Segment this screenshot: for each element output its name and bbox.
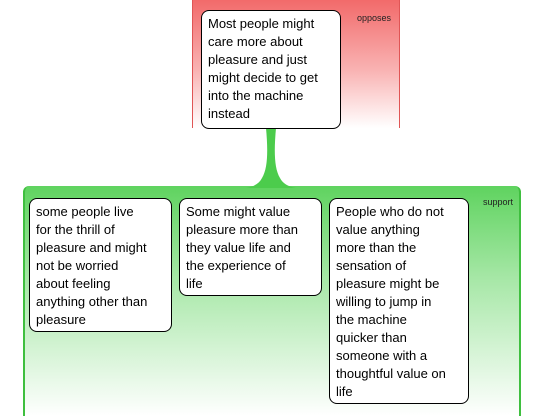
connector bbox=[246, 128, 296, 188]
support-label: support bbox=[482, 197, 513, 207]
connector-stem bbox=[246, 128, 296, 188]
opposes-label: opposes bbox=[356, 13, 391, 23]
support-reason-card-3[interactable]: People who do not value anything more th… bbox=[329, 198, 469, 404]
support-reason-card-1[interactable]: some people live for the thrill of pleas… bbox=[29, 198, 172, 332]
support-reason-card-2[interactable]: Some might value pleasure more than they… bbox=[179, 198, 322, 296]
main-claim-card[interactable]: Most people might care more about pleasu… bbox=[201, 10, 341, 129]
